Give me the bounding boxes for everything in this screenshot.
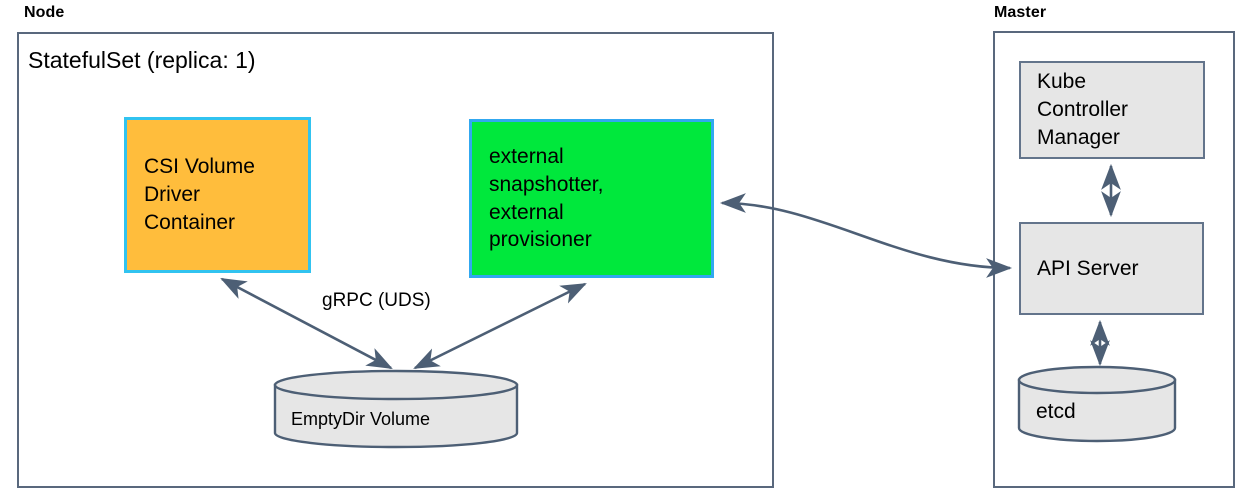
external-sidecars-label: external snapshotter, external provision… xyxy=(489,145,604,252)
csi-volume-driver-container-box[interactable]: CSI Volume Driver Container xyxy=(124,117,311,273)
emptydir-volume-cylinder[interactable] xyxy=(273,369,519,450)
api-server-label: API Server xyxy=(1037,256,1139,280)
connector-driver-emptydir xyxy=(220,277,393,370)
api-server-box[interactable]: API Server xyxy=(1019,222,1204,315)
statefulset-title: StatefulSet (replica: 1) xyxy=(28,47,256,73)
connector-sidecars-emptydir xyxy=(413,282,587,370)
master-group-label: Master xyxy=(994,4,1047,21)
grpc-uds-edge-label: gRPC (UDS) xyxy=(322,290,431,311)
csi-volume-driver-container-label: CSI Volume Driver Container xyxy=(144,155,255,234)
node-group-label: Node xyxy=(24,4,65,21)
kube-controller-manager-box[interactable]: Kube Controller Manager xyxy=(1019,61,1205,159)
external-sidecars-box[interactable]: external snapshotter, external provision… xyxy=(469,119,714,278)
connector-sidecars-apiserver xyxy=(719,193,1013,278)
etcd-cylinder[interactable] xyxy=(1017,365,1177,446)
kube-controller-manager-label: Kube Controller Manager xyxy=(1037,70,1129,149)
